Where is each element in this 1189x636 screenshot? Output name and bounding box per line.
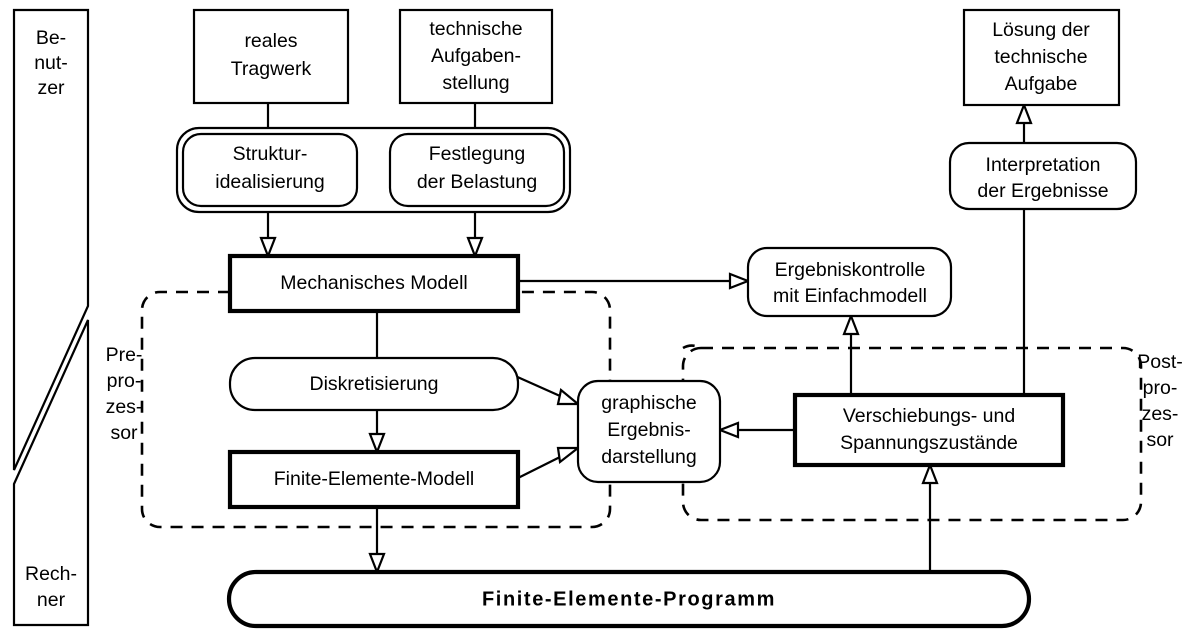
node-graphische-ergebnisdarstellung-label-3: darstellung bbox=[601, 446, 696, 468]
node-festlegung-der-belastung-label-1: Festlegung bbox=[429, 143, 525, 165]
node-finite-elemente-programm-shape bbox=[226, 569, 1032, 629]
node-graphische-ergebnisdarstellung[interactable]: graphische Ergebnis- darstellung bbox=[576, 379, 722, 484]
node-verschiebungs-spannungszustaende[interactable]: Verschiebungs- und Spannungszustände bbox=[792, 392, 1066, 468]
node-ergebniskontrolle-label-1: Ergebniskontrolle bbox=[775, 259, 926, 281]
lane-benutzer-label-2: nut- bbox=[34, 52, 68, 74]
group-postprozessor-label-2: pro- bbox=[1143, 377, 1178, 399]
edge-femodell-graphische-arrowhead bbox=[556, 446, 582, 465]
node-finite-elemente-modell-label: Finite-Elemente-Modell bbox=[274, 468, 475, 490]
node-strukturidealisierung[interactable]: Struktur- idealisierung bbox=[181, 132, 359, 208]
node-diskretisierung-label: Diskretisierung bbox=[310, 373, 439, 395]
node-graphische-ergebnisdarstellung-label-2: Ergebnis- bbox=[607, 419, 690, 441]
node-verschiebungs-spannungszustaende-shape bbox=[792, 392, 1066, 468]
group-postprozessor-label-1: Post- bbox=[1137, 351, 1183, 373]
node-technische-aufgabenstellung-shape bbox=[398, 8, 554, 105]
node-festlegung-der-belastung-label-2: der Belastung bbox=[417, 171, 537, 193]
group-preprozessor-label-2: pro- bbox=[107, 370, 142, 392]
node-reales-tragwerk-shape bbox=[192, 8, 350, 105]
node-reales-tragwerk-label-1: reales bbox=[244, 30, 297, 52]
node-loesung-label-3: Aufgabe bbox=[1005, 73, 1078, 95]
node-mechanisches-modell[interactable]: Mechanisches Modell bbox=[227, 253, 521, 314]
node-reales-tragwerk-label-2: Tragwerk bbox=[231, 58, 312, 80]
node-loesung[interactable]: Lösung der technische Aufgabe bbox=[962, 8, 1121, 107]
node-loesung-label-1: Lösung der bbox=[992, 19, 1090, 41]
edge-struktur-modell-arrowhead bbox=[259, 236, 277, 260]
lane-benutzer-label-3: zer bbox=[37, 77, 65, 99]
node-festlegung-der-belastung[interactable]: Festlegung der Belastung bbox=[388, 132, 566, 208]
node-finite-elemente-modell[interactable]: Finite-Elemente-Modell bbox=[227, 449, 521, 510]
group-preprozessor-label-4: sor bbox=[110, 422, 138, 444]
node-loesung-shape bbox=[962, 8, 1121, 107]
node-graphische-ergebnisdarstellung-shape bbox=[576, 379, 722, 484]
node-loesung-label-2: technische bbox=[994, 46, 1087, 68]
group-postprozessor-label-4: sor bbox=[1146, 429, 1174, 451]
group-preprozessor-label-1: Pre- bbox=[106, 344, 143, 366]
node-technische-aufgabenstellung-label-1: technische bbox=[429, 18, 522, 40]
node-diskretisierung-shape bbox=[228, 356, 520, 412]
node-diskretisierung[interactable]: Diskretisierung bbox=[228, 356, 520, 412]
lane-rechner-label-1: Rech- bbox=[25, 563, 77, 585]
edge-verschiebungs-ergebniskontrolle-arrowhead bbox=[842, 312, 860, 336]
lane-rechner-shape bbox=[12, 319, 90, 627]
node-technische-aufgabenstellung-label-2: Aufgaben- bbox=[431, 45, 521, 67]
node-finite-elemente-programm[interactable]: Finite-Elemente-Programm bbox=[226, 569, 1032, 629]
edge-modell-ergebniskontrolle-arrowhead bbox=[728, 272, 752, 290]
node-strukturidealisierung-label-2: idealisierung bbox=[215, 171, 325, 193]
node-ergebniskontrolle-shape bbox=[746, 246, 953, 318]
group-postprozessor-outline bbox=[681, 344, 1143, 522]
node-strukturidealisierung-shape bbox=[181, 132, 359, 208]
edge-diskretisierung-graphische-arrowhead bbox=[556, 388, 582, 406]
lane-benutzer: Be- nut- zer bbox=[12, 8, 90, 471]
edge-verschiebungs-graphische-arrowhead bbox=[716, 421, 740, 439]
node-interpretation[interactable]: Interpretation der Ergebnisse bbox=[948, 141, 1138, 211]
edge-interpretation-loesung-arrowhead bbox=[1015, 101, 1033, 125]
group-preprozessor: Pre- pro- zes- sor bbox=[106, 290, 612, 529]
group-preprozessor-outline bbox=[140, 290, 612, 529]
node-technische-aufgabenstellung[interactable]: technische Aufgaben- stellung bbox=[398, 8, 554, 105]
node-interpretation-label-2: der Ergebnisse bbox=[977, 180, 1108, 202]
node-graphische-ergebnisdarstellung-label-1: graphische bbox=[601, 392, 696, 414]
node-interpretation-shape bbox=[948, 141, 1138, 211]
node-finite-elemente-programm-label: Finite-Elemente-Programm bbox=[482, 588, 776, 610]
node-mechanisches-modell-shape bbox=[227, 253, 521, 314]
group-preprozessor-label-3: zes- bbox=[106, 396, 143, 418]
node-verschiebungs-spannungszustaende-label-2: Spannungszustände bbox=[840, 432, 1018, 454]
node-mechanisches-modell-label: Mechanisches Modell bbox=[280, 272, 468, 294]
node-festlegung-der-belastung-shape bbox=[388, 132, 566, 208]
node-technische-aufgabenstellung-label-3: stellung bbox=[442, 72, 509, 94]
group-postprozessor: Post- pro- zes- sor bbox=[681, 344, 1183, 522]
lane-benutzer-label-1: Be- bbox=[36, 27, 66, 49]
edge-festlegung-modell-arrowhead bbox=[466, 236, 484, 260]
node-verschiebungs-spannungszustaende-label-1: Verschiebungs- und bbox=[843, 405, 1015, 427]
lane-rechner: Rech- ner bbox=[12, 319, 90, 627]
node-ergebniskontrolle-label-2: mit Einfachmodell bbox=[773, 285, 927, 307]
lane-benutzer-shape bbox=[12, 8, 90, 471]
node-reales-tragwerk[interactable]: reales Tragwerk bbox=[192, 8, 350, 105]
group-postprozessor-label-3: zes- bbox=[1142, 403, 1179, 425]
edge-diskretisierung-femodell-arrowhead bbox=[368, 432, 386, 456]
node-ergebniskontrolle[interactable]: Ergebniskontrolle mit Einfachmodell bbox=[746, 246, 953, 318]
lane-rechner-label-2: ner bbox=[37, 589, 66, 611]
edge-programm-verschiebungs-arrowhead bbox=[921, 461, 939, 485]
node-interpretation-label-1: Interpretation bbox=[986, 154, 1101, 176]
node-strukturidealisierung-label-1: Struktur- bbox=[233, 143, 308, 165]
edge-femodell-programm-arrowhead bbox=[368, 552, 386, 576]
node-finite-elemente-modell-shape bbox=[227, 449, 521, 510]
